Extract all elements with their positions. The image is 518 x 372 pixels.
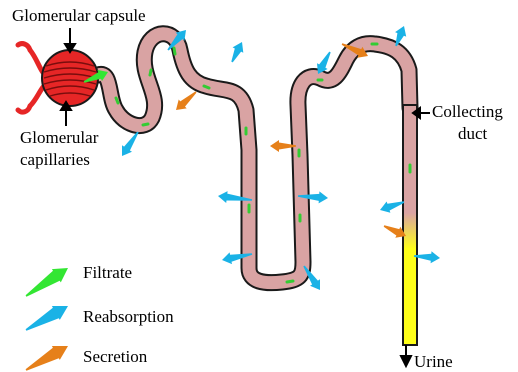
reabsorption-arrow <box>380 201 404 213</box>
urine-label: Urine <box>414 352 453 372</box>
reabsorption-arrow <box>395 26 406 46</box>
legend-label-reabsorption: Reabsorption <box>83 307 174 327</box>
legend-label-secretion: Secretion <box>83 347 147 367</box>
filtrate-dashes <box>116 44 410 282</box>
secretion-arrow <box>176 91 197 110</box>
glomerular-capsule-label: Glomerular capsule <box>12 6 146 26</box>
glomerular-capillaries-label-2: capillaries <box>20 150 90 170</box>
legend-label-filtrate: Filtrate <box>83 263 132 283</box>
tubule-fill <box>98 34 410 283</box>
legend-swatch-secretion <box>26 346 68 371</box>
reabsorption-arrow <box>122 132 139 156</box>
collecting-duct <box>403 105 417 345</box>
glomerular-capillaries-label-1: Glomerular <box>20 128 98 148</box>
collecting-duct-label-2: duct <box>458 124 487 144</box>
collecting-duct-label-1: Collecting <box>432 102 503 122</box>
tubule <box>98 34 417 345</box>
legend-swatch-reabsorption <box>26 306 68 331</box>
reabsorption-arrow <box>231 42 243 62</box>
legend-swatch-filtrate <box>26 268 68 297</box>
reabsorption-arrow <box>317 52 331 74</box>
